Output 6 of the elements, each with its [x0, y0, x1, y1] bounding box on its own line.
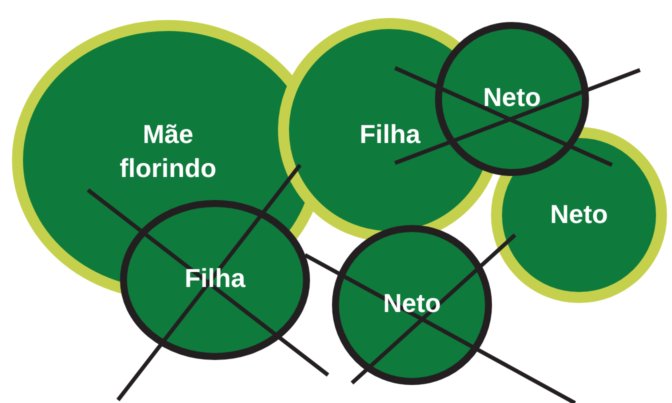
node-label: Mãe florindo: [118, 118, 218, 185]
node-label: Neto: [382, 287, 442, 320]
node-label: Filha: [184, 262, 246, 295]
node-label: Filha: [358, 118, 422, 151]
node-label: Neto: [482, 81, 542, 114]
node-label: Neto: [549, 198, 609, 231]
